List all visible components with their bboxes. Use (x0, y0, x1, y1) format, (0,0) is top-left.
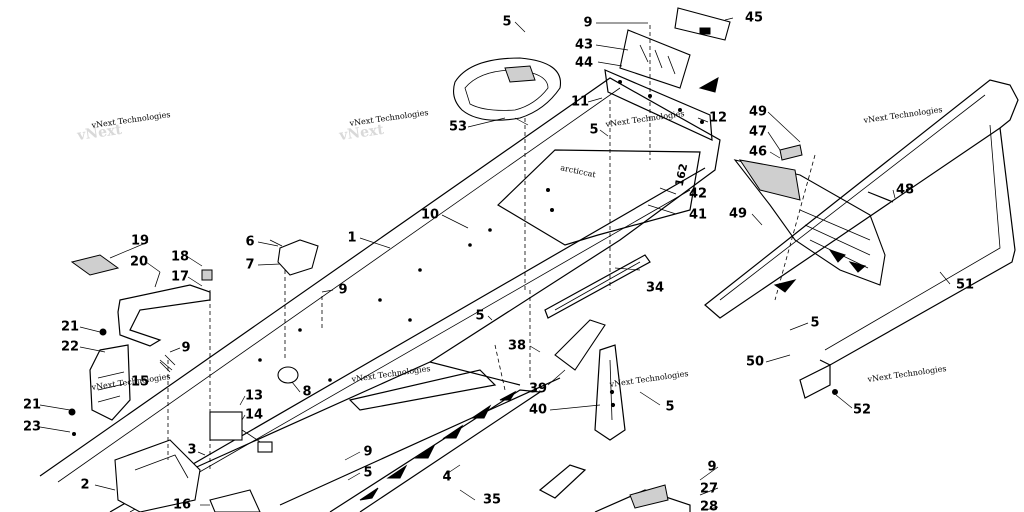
callout-9: 9 (583, 16, 592, 31)
callout-50: 50 (746, 355, 764, 370)
callout-9: 9 (181, 341, 190, 356)
watermark-text: vNext Technologies (90, 110, 171, 130)
callout-19: 19 (131, 234, 149, 249)
watermark-text: vNext Technologies (348, 108, 429, 128)
callout-48: 48 (896, 183, 914, 198)
rear-bracket (619, 7, 731, 89)
callout-52: 52 (853, 403, 871, 418)
callout-10: 10 (421, 208, 439, 223)
callout-2: 2 (80, 478, 89, 493)
callout-5: 5 (475, 309, 484, 324)
left-brackets (68, 254, 213, 436)
pickup-bracket (114, 439, 261, 512)
callout-45: 45 (745, 11, 763, 26)
callout-5: 5 (810, 316, 819, 331)
callout-4: 4 (442, 470, 451, 485)
callout-21: 21 (23, 398, 41, 413)
callout-11: 11 (571, 95, 589, 110)
callout-16: 16 (173, 498, 191, 512)
callout-42: 42 (689, 187, 707, 202)
leader-lines (39, 17, 951, 511)
callout-9: 9 (707, 460, 716, 475)
callout-18: 18 (171, 250, 189, 265)
callout-27: 27 (700, 482, 718, 497)
callout-35: 35 (483, 493, 501, 508)
callout-51: 51 (956, 278, 974, 293)
running-board-trim (544, 254, 651, 319)
callout-13: 13 (245, 389, 263, 404)
side-bracket (554, 319, 626, 441)
snowflap-assembly (698, 77, 894, 293)
callout-5: 5 (502, 15, 511, 30)
rear-bumper-rail (604, 69, 713, 141)
callout-6: 6 (245, 235, 254, 250)
callout-53: 53 (449, 120, 467, 135)
callout-49: 49 (749, 105, 767, 120)
callout-12: 12 (709, 111, 727, 126)
watermark-text: vNext Technologies (604, 109, 685, 129)
lower-rail (329, 369, 542, 512)
rear-extension-rail (704, 79, 1019, 399)
tunnel-decal-logo: arcticcat (560, 163, 598, 179)
callout-28: 28 (700, 500, 718, 512)
watermark-text: vNext Technologies (862, 105, 943, 125)
callout-46: 46 (749, 145, 767, 160)
callout-17: 17 (171, 270, 189, 285)
callout-49: 49 (729, 207, 747, 222)
callout-5: 5 (665, 400, 674, 415)
assembly-lines (167, 25, 816, 470)
round-cap (277, 366, 299, 384)
svg-text:vNext: vNext (337, 122, 385, 144)
callout-8: 8 (302, 385, 311, 400)
callout-9: 9 (363, 445, 372, 460)
callout-39: 39 (529, 382, 547, 397)
callout-21: 21 (61, 320, 79, 335)
callout-14: 14 (245, 408, 263, 423)
callout-9: 9 (338, 283, 347, 298)
callout-38: 38 (508, 339, 526, 354)
callout-labels: 5 9 45 43 44 11 12 53 5 42 41 10 1 6 7 1… (23, 11, 974, 512)
cooler-bracket (269, 239, 319, 276)
callout-34: 34 (646, 281, 664, 296)
callout-40: 40 (529, 403, 547, 418)
svg-text:vNext: vNext (75, 122, 123, 144)
callout-20: 20 (130, 255, 148, 270)
callout-3: 3 (187, 443, 196, 458)
callout-5: 5 (363, 466, 372, 481)
callout-47: 47 (749, 125, 767, 140)
callout-22: 22 (61, 340, 79, 355)
tunnel-decal-number: 162 (673, 162, 690, 187)
electrical-module (209, 411, 273, 453)
bottom-parts (538, 464, 691, 512)
watermark-text: vNext Technologies (866, 364, 947, 384)
seat-pad (453, 57, 562, 126)
callout-5: 5 (589, 123, 598, 138)
callout-41: 41 (689, 208, 707, 223)
callout-1: 1 (347, 231, 356, 246)
callout-7: 7 (245, 258, 254, 273)
callout-23: 23 (23, 420, 41, 435)
callout-15: 15 (131, 375, 149, 390)
callout-44: 44 (575, 56, 593, 71)
callout-43: 43 (575, 38, 593, 53)
